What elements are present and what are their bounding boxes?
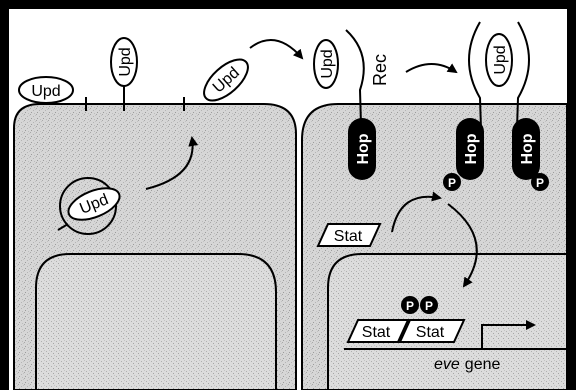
svg-text:P: P bbox=[425, 299, 433, 313]
hop-kinase: Hop bbox=[348, 118, 376, 180]
gene-name: eve bbox=[434, 356, 460, 373]
svg-text:Stat: Stat bbox=[334, 228, 363, 245]
svg-text:P: P bbox=[448, 176, 456, 190]
phosphate: P bbox=[420, 296, 438, 314]
phosphorylation-arrow bbox=[391, 191, 442, 233]
svg-text:Hop: Hop bbox=[519, 133, 536, 164]
phosphate: P bbox=[531, 173, 549, 191]
svg-text:Stat: Stat bbox=[362, 324, 391, 341]
diffusion-arrow bbox=[249, 39, 304, 60]
receptor-chain bbox=[468, 21, 483, 161]
phosphate: P bbox=[401, 296, 419, 314]
receptor-chain bbox=[345, 29, 365, 161]
dimerization-arrow bbox=[405, 63, 458, 74]
svg-text:P: P bbox=[536, 176, 544, 190]
svg-text:Upd: Upd bbox=[31, 83, 60, 100]
gene-word: gene bbox=[465, 356, 501, 373]
signaling-cell-nucleus bbox=[35, 253, 277, 390]
translocation-arrow bbox=[447, 203, 478, 288]
receptor-chain bbox=[515, 21, 530, 161]
svg-text:P: P bbox=[406, 299, 414, 313]
upd-secreted: Upd bbox=[203, 58, 249, 102]
upd-free: Upd bbox=[18, 76, 74, 104]
receptor-dimer: Upd bbox=[468, 21, 530, 161]
phosphate: P bbox=[443, 173, 461, 191]
transcription-start-arrow bbox=[481, 320, 536, 349]
svg-text:Stat: Stat bbox=[416, 324, 445, 341]
receptor-label: Rec bbox=[370, 54, 390, 86]
stat-right: Stat bbox=[398, 319, 466, 343]
receptor-monomer: Upd Rec bbox=[313, 29, 390, 161]
signaling-cell bbox=[13, 103, 297, 390]
stat-left: Stat bbox=[346, 319, 410, 343]
upd-bound: Upd bbox=[313, 39, 339, 89]
svg-text:Upd: Upd bbox=[492, 45, 509, 74]
svg-text:Upd: Upd bbox=[319, 49, 336, 78]
svg-text:Hop: Hop bbox=[355, 133, 372, 164]
upd-dimer: Upd bbox=[485, 33, 513, 87]
svg-text:Hop: Hop bbox=[463, 133, 480, 164]
stat-dimer: Stat Stat P P bbox=[346, 296, 466, 343]
upd-vesicle: Upd bbox=[57, 177, 121, 235]
hop-kinase: Hop bbox=[456, 118, 484, 180]
secretion-arrow bbox=[145, 136, 199, 190]
upd-membrane-associated: Upd bbox=[110, 37, 138, 87]
stat-cytoplasm: Stat bbox=[316, 223, 382, 247]
svg-text:Upd: Upd bbox=[117, 47, 134, 76]
hop-kinase: Hop bbox=[512, 118, 540, 180]
